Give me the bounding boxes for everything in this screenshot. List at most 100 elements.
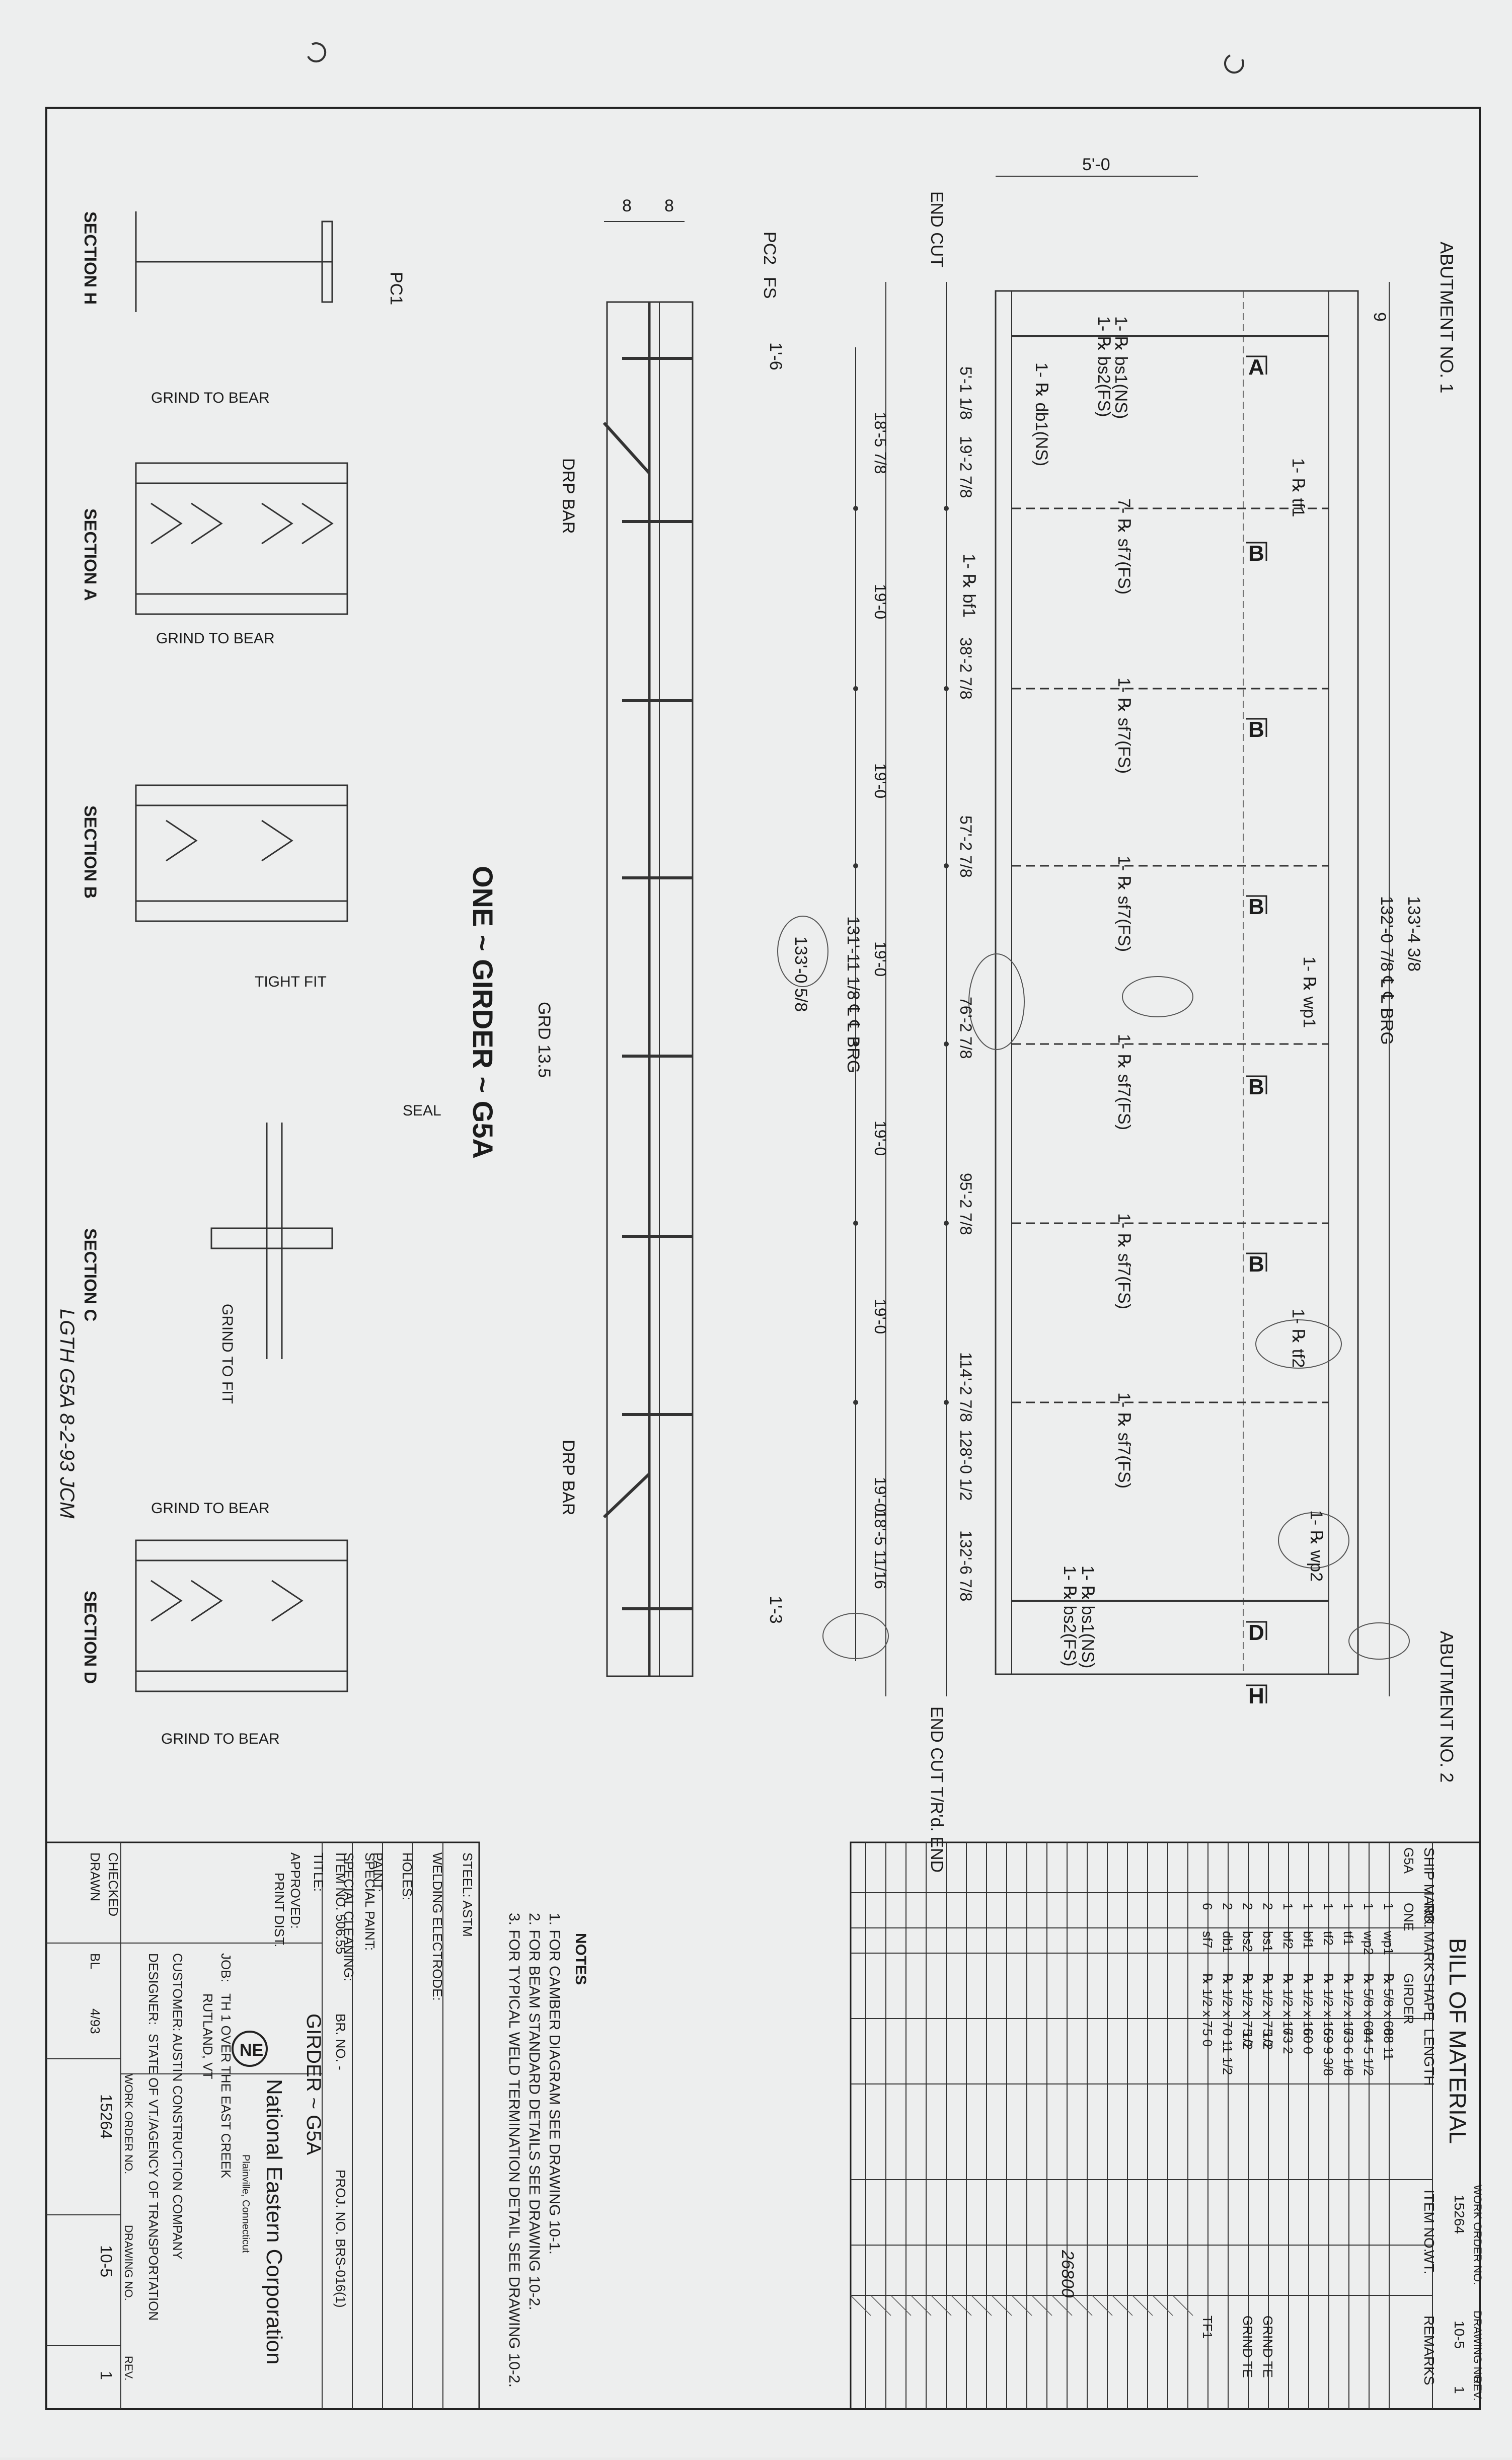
tb-job-label: JOB: bbox=[218, 1953, 234, 1982]
bom-cell: G5A bbox=[1401, 1847, 1416, 1874]
tb-special-cleaning: SPECIAL CLEANING: bbox=[341, 1852, 356, 1981]
plate-sf7-4: 1- ℞ sf7(FS) bbox=[1114, 1034, 1133, 1130]
svg-text:SHAPE: SHAPE bbox=[1421, 1973, 1437, 2021]
tb-checked: CHECKED bbox=[106, 1852, 121, 1916]
svg-text:B: B bbox=[1248, 541, 1264, 566]
tb-welding: WELDING ELECTRODE: bbox=[430, 1852, 445, 2001]
grind-to-bear-d1: GRIND TO BEAR bbox=[151, 1500, 270, 1517]
plate-sf7-5: 1- ℞ sf7(FS) bbox=[1114, 1213, 1133, 1309]
svg-text:19'-0: 19'-0 bbox=[871, 584, 889, 619]
tb-company: National Eastern Corporation bbox=[262, 2079, 286, 2364]
girder-elevation: ABB BBB DH bbox=[602, 176, 1410, 1708]
bom-labels: BILL OF MATERIAL WORK ORDER NO. 15264 DR… bbox=[1445, 1938, 1484, 2401]
inner-span-dim: 131'-11 1/8 ℄ ℄ BRG bbox=[844, 916, 863, 1073]
tight-fit-label: TIGHT FIT bbox=[255, 974, 327, 990]
svg-text:19'-0: 19'-0 bbox=[871, 1299, 889, 1334]
bom-cell: bf2 bbox=[1280, 1931, 1296, 1949]
bom-cell: 59 9 3/8 bbox=[1321, 2029, 1336, 2076]
section-a-label: SECTION A bbox=[81, 508, 100, 601]
end-cut-note: END CUT bbox=[927, 191, 946, 267]
svg-text:B: B bbox=[1248, 894, 1264, 919]
svg-text:H: H bbox=[1248, 1684, 1264, 1708]
bom-cell: 2 bbox=[1260, 1903, 1275, 1910]
bom-cell: bs1 bbox=[1260, 1931, 1275, 1952]
bom-cell: 44 5 1/2 bbox=[1361, 2029, 1376, 2076]
end-cut-note-2: END CUT T/R'd. END bbox=[927, 1706, 946, 1873]
svg-text:128'-0 1/2: 128'-0 1/2 bbox=[957, 1430, 975, 1501]
tb-work-order: 15264 bbox=[97, 2094, 115, 2139]
tb-work-order-label: WORK ORDER NO. bbox=[122, 2074, 135, 2174]
svg-text:57'-2 7/8: 57'-2 7/8 bbox=[957, 815, 975, 878]
inner-span-dim-2: 133'-0 5/8 bbox=[791, 936, 810, 1012]
tb-drawing-label: DRAWING NO. bbox=[122, 2225, 135, 2301]
bom-cell: ℞ 1/2 x 7 bbox=[1220, 1973, 1235, 2028]
svg-text:19'-0: 19'-0 bbox=[871, 763, 889, 798]
bom-cell: bs2 bbox=[1240, 1931, 1255, 1952]
plate-sf7-3: 1- ℞ sf7(FS) bbox=[1114, 856, 1133, 952]
bom-cell: 2 bbox=[1240, 1903, 1255, 1910]
bom-cell: 73 6 1/8 bbox=[1341, 2029, 1356, 2076]
plate-bs-top: 1- ℞ bs1(NS) bbox=[1111, 316, 1130, 419]
svg-text:REMARKS: REMARKS bbox=[1421, 2316, 1437, 2385]
plate-bs-bot-2: 1- ℞ bs2(FS) bbox=[1060, 1566, 1079, 1667]
seal-label: SEAL bbox=[403, 1102, 441, 1119]
svg-text:19'-0: 19'-0 bbox=[871, 1477, 889, 1512]
note-2: 2. FOR BEAM STANDARD DETAILS SEE DRAWING… bbox=[526, 1913, 543, 2310]
title-block: NE bbox=[45, 1841, 480, 2410]
bom-cell: 88 11 bbox=[1381, 2029, 1396, 2060]
grind-to-bear-a2: GRIND TO BEAR bbox=[156, 630, 275, 647]
tb-job-loc: RUTLAND, VT bbox=[200, 1993, 215, 2079]
section-c-label: SECTION C bbox=[81, 1228, 100, 1321]
draw-bar-2: DRP BAR bbox=[559, 1440, 578, 1516]
bom-cell: 1 bbox=[1321, 1903, 1336, 1910]
grind-to-bear-a1: GRIND TO BEAR bbox=[151, 390, 270, 406]
bom-work-order: 15264 bbox=[1452, 2195, 1467, 2234]
dim-8a: 8 bbox=[622, 196, 632, 215]
bom-cell: 5 0 bbox=[1240, 2029, 1255, 2047]
tb-designer-label: DESIGNER: bbox=[146, 1953, 161, 2025]
tb-designer: STATE OF VT./AGENCY OF TRANSPORTATION bbox=[146, 2034, 161, 2321]
section-d-label: SECTION D bbox=[81, 1591, 100, 1684]
plate-tf1: 1- ℞ tf1 bbox=[1289, 458, 1308, 517]
bom-title: BILL OF MATERIAL bbox=[1445, 1938, 1471, 2144]
punch-hole-right bbox=[1224, 54, 1244, 74]
bom-cell: GRIND TE bbox=[1240, 2316, 1255, 2378]
grind-to-bear-d2: GRIND TO BEAR bbox=[161, 1731, 280, 1747]
plate-db1: 1- ℞ db1(NS) bbox=[1032, 362, 1051, 466]
plate-sf7-7: 7- ℞ sf7(FS) bbox=[1114, 498, 1133, 594]
bom-cell: ℞ 1/2 x 16 bbox=[1280, 1973, 1296, 2035]
bom-rev-label: REV. bbox=[1471, 2376, 1484, 2401]
dim-1-3: 1'-3 bbox=[766, 1596, 785, 1624]
plate-sf7-2: 1- ℞ sf7(FS) bbox=[1114, 678, 1133, 774]
tb-proj-no: PROJ. NO. BRS-016(1) bbox=[333, 2170, 348, 2308]
overall-brg-dim: 132'-0 7/8 ℄ ℄ BRG bbox=[1377, 896, 1396, 1045]
plate-bf1: 1- ℞ bf1 bbox=[959, 554, 978, 618]
overall-length-dim: 133'-4 3/8 bbox=[1404, 896, 1423, 972]
svg-text:WT.: WT. bbox=[1421, 2250, 1437, 2274]
bom-cell: ℞ 1/2 x 16 bbox=[1321, 1973, 1336, 2035]
note-3: 3. FOR TYPICAL WELD TERMINATION DETAIL S… bbox=[506, 1913, 522, 2388]
tb-paint: PAINT: bbox=[370, 1852, 386, 1892]
bom-cell: db1 bbox=[1220, 1931, 1235, 1953]
svg-text:5'-1 1/8: 5'-1 1/8 bbox=[957, 366, 975, 420]
svg-text:SHIP MARK: SHIP MARK bbox=[1421, 1847, 1437, 1925]
handwritten-revision-note: LGTH G5A 8-2-93 JCM bbox=[56, 1309, 78, 1519]
bom-cell: 0 11 1/2 bbox=[1220, 2029, 1235, 2075]
tb-steel: STEEL: ASTM bbox=[460, 1852, 475, 1937]
bom-cell: ℞ 1/2 x 7 bbox=[1200, 1973, 1215, 2028]
notes-block: NOTES 1. FOR CAMBER DIAGRAM SEE DRAWING … bbox=[506, 1913, 589, 2388]
note-1: 1. FOR CAMBER DIAGRAM SEE DRAWING 10-1. bbox=[546, 1913, 563, 2255]
draw-bar-1: DRP BAR bbox=[559, 458, 578, 534]
svg-text:38'-2 7/8: 38'-2 7/8 bbox=[957, 637, 975, 700]
bill-of-material bbox=[850, 1841, 1481, 2410]
bom-drawing-label: DRAWING NO. bbox=[1471, 2310, 1484, 2387]
station-dims: 5'-1 1/8 19'-2 7/8 38'-2 7/8 57'-2 7/8 7… bbox=[957, 366, 975, 1601]
bom-cell: ℞ 5/8 x 60 bbox=[1381, 1973, 1396, 2035]
bom-rev: 1 bbox=[1452, 2386, 1467, 2394]
svg-text:A: A bbox=[1248, 355, 1264, 380]
tb-title-label: TITLE: bbox=[311, 1852, 326, 1892]
tb-company-loc: Plainville, Connecticut bbox=[240, 2154, 251, 2253]
svg-text:95'-2 7/8: 95'-2 7/8 bbox=[957, 1173, 975, 1235]
bom-cell: 5 0 bbox=[1260, 2029, 1275, 2047]
bom-cell: tf1 bbox=[1341, 1931, 1356, 1946]
